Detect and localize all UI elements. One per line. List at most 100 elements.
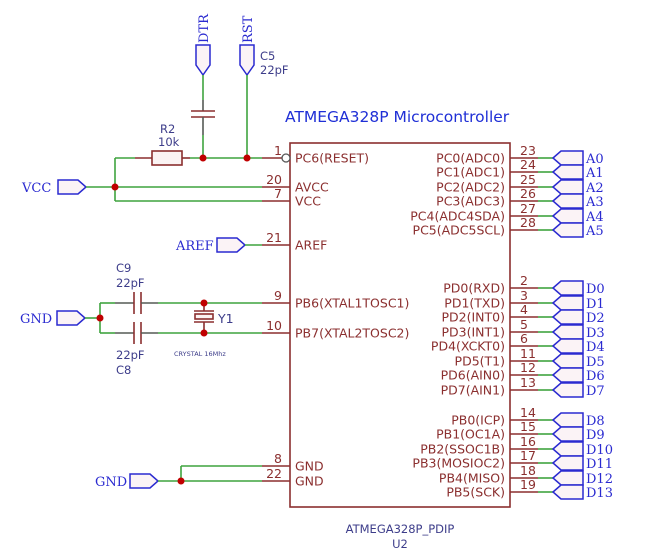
pin-name: PD0(RXD) bbox=[443, 281, 505, 296]
pin-number: 13 bbox=[520, 375, 536, 390]
net-port-icon[interactable] bbox=[551, 353, 584, 369]
dtr-port-icon[interactable] bbox=[195, 44, 211, 77]
net-label: A3 bbox=[585, 195, 604, 210]
gnd-port-icon[interactable] bbox=[56, 310, 87, 326]
pin-name: VCC bbox=[295, 194, 321, 209]
rst-net-label: RST bbox=[241, 15, 256, 43]
c9-capacitor-icon[interactable] bbox=[133, 292, 142, 314]
net-port-icon[interactable] bbox=[551, 470, 584, 486]
pin-name: PB0(ICP) bbox=[451, 413, 505, 428]
gnd-chip-net-label: GND bbox=[95, 475, 127, 490]
net-port-icon[interactable] bbox=[551, 441, 584, 457]
net-port-icon[interactable] bbox=[551, 295, 584, 311]
net-label: D2 bbox=[586, 311, 605, 326]
net-port-icon[interactable] bbox=[551, 484, 584, 500]
y1-crystal-icon[interactable] bbox=[194, 303, 214, 333]
net-port-icon[interactable] bbox=[551, 309, 584, 325]
net-port-icon[interactable] bbox=[551, 455, 584, 471]
vcc-port-icon[interactable] bbox=[57, 179, 88, 195]
net-label: D11 bbox=[586, 457, 613, 472]
net-port-icon[interactable] bbox=[551, 367, 584, 383]
net-label: A4 bbox=[585, 210, 604, 225]
net-port-icon[interactable] bbox=[551, 382, 584, 398]
aref-port-icon[interactable] bbox=[216, 237, 247, 253]
pin-number: 14 bbox=[520, 405, 536, 420]
junction-dot bbox=[200, 329, 208, 337]
net-port-icon[interactable] bbox=[551, 412, 584, 428]
ic-body-atmega328p[interactable] bbox=[289, 142, 511, 508]
pin-number: 25 bbox=[520, 172, 536, 187]
net-label: D7 bbox=[586, 384, 605, 399]
net-label: A1 bbox=[585, 166, 604, 181]
c9-value-label: 22pF bbox=[116, 276, 145, 290]
pin-name: PB7(XTAL2TOSC2) bbox=[295, 326, 409, 341]
gnd-crystal-net-label: GND bbox=[20, 312, 52, 327]
pin-number: 20 bbox=[266, 172, 282, 187]
net-label: A2 bbox=[585, 181, 604, 196]
net-port-icon[interactable] bbox=[551, 193, 584, 209]
net-port-icon[interactable] bbox=[551, 222, 584, 238]
net-port-icon[interactable] bbox=[551, 324, 584, 340]
pin-name: PD5(T1) bbox=[455, 354, 505, 369]
net-label: D8 bbox=[586, 414, 605, 429]
c5-capacitor-icon[interactable] bbox=[191, 110, 215, 118]
pin-number: 10 bbox=[266, 318, 282, 333]
gnd-port-icon[interactable] bbox=[129, 473, 160, 489]
net-port-icon[interactable] bbox=[551, 280, 584, 296]
c8-capacitor-icon[interactable] bbox=[133, 322, 142, 344]
net-port-icon[interactable] bbox=[551, 338, 584, 354]
pin-name: PC3(ADC3) bbox=[436, 194, 505, 209]
net-port-icon[interactable] bbox=[551, 150, 584, 166]
pin-number: 22 bbox=[266, 466, 282, 481]
pin-name: PB1(OC1A) bbox=[436, 427, 505, 442]
pin-name: GND bbox=[295, 474, 324, 489]
net-label: D1 bbox=[586, 297, 605, 312]
pin-name: PD7(AIN1) bbox=[441, 383, 505, 398]
pin-number: 18 bbox=[520, 463, 536, 478]
net-label: D5 bbox=[586, 355, 605, 370]
net-port-icon[interactable] bbox=[551, 208, 584, 224]
pin-number: 19 bbox=[520, 477, 536, 492]
rst-port-icon[interactable] bbox=[239, 44, 255, 77]
junction-dot bbox=[96, 314, 104, 322]
junction-dot bbox=[200, 299, 208, 307]
net-port-icon[interactable] bbox=[551, 426, 584, 442]
pin-number: 7 bbox=[274, 186, 282, 201]
net-port-icon[interactable] bbox=[551, 164, 584, 180]
pin-number: 23 bbox=[520, 143, 536, 158]
c8-ref-label: C8 bbox=[116, 363, 131, 377]
net-port-icon[interactable] bbox=[551, 179, 584, 195]
y1-ref-label: Y1 bbox=[217, 311, 234, 326]
r2-resistor-icon[interactable] bbox=[151, 150, 183, 166]
